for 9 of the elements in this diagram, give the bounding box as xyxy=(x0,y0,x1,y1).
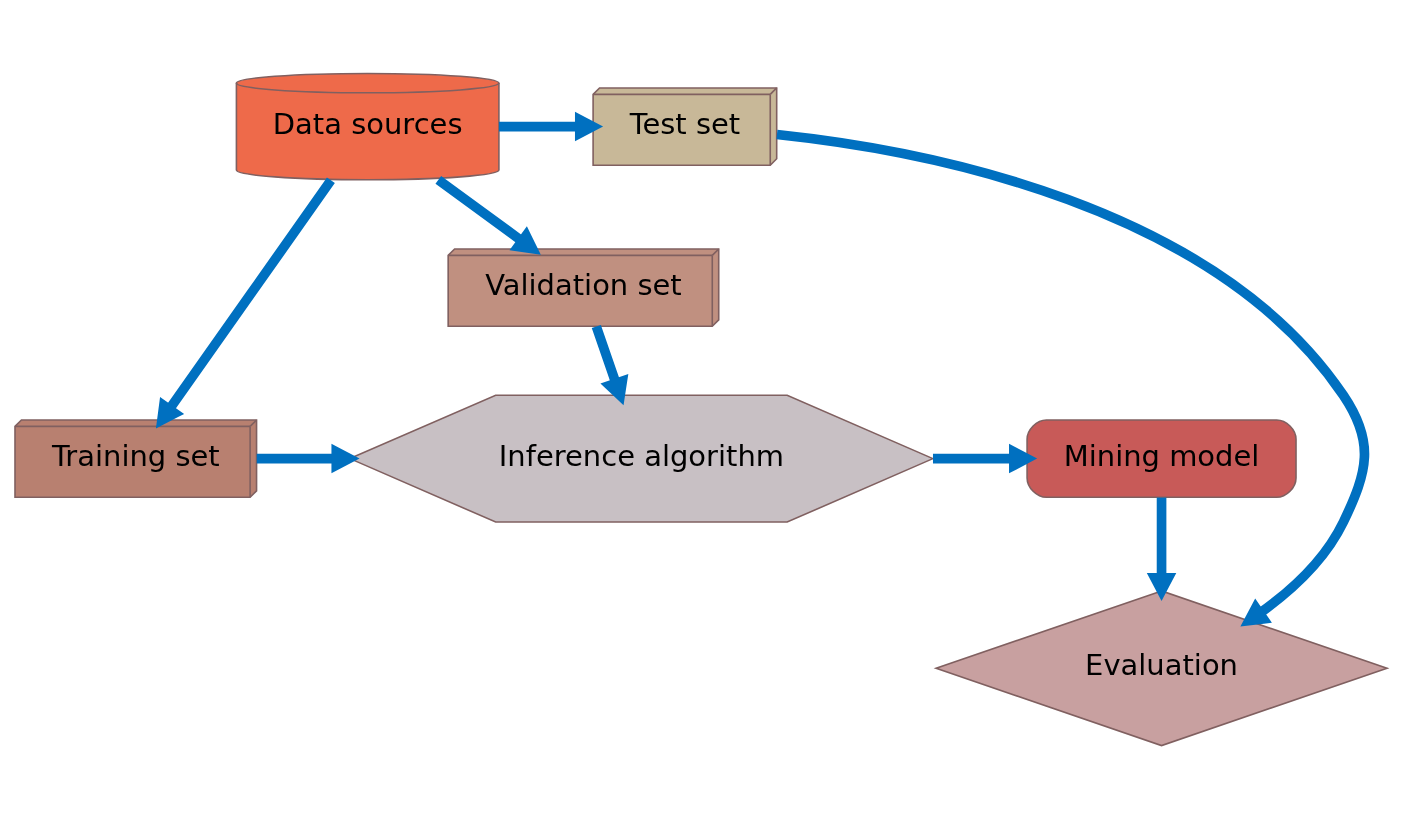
arrow xyxy=(933,443,1038,473)
arrow xyxy=(435,175,541,255)
arrow xyxy=(256,443,360,473)
node-box: Mining model xyxy=(1026,418,1297,498)
arrow xyxy=(591,324,629,405)
arrow xyxy=(776,129,1370,626)
arrow xyxy=(499,111,604,141)
arrow xyxy=(1146,497,1177,601)
node-diamond: Evaluation xyxy=(933,589,1390,746)
